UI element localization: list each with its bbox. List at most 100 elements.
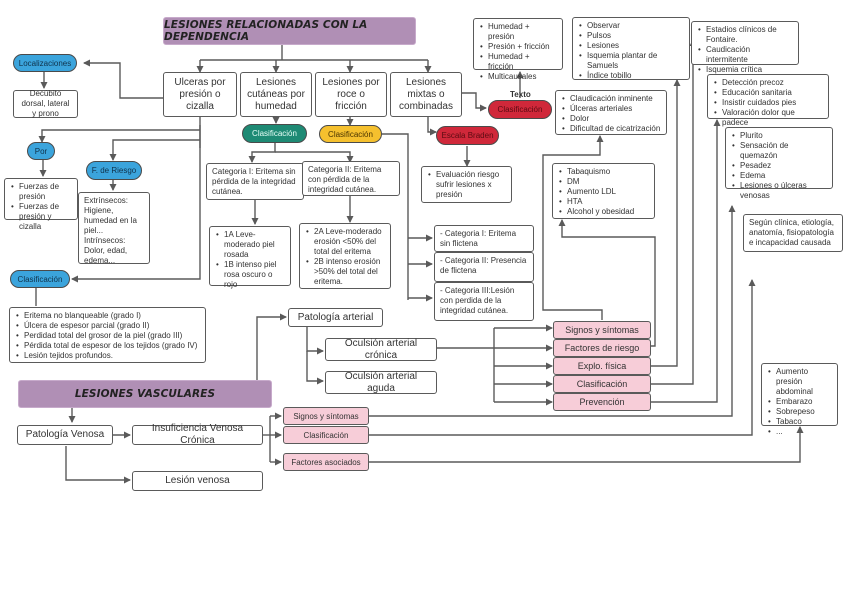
box-clasificacion-venosa: Según clínica, etiología, anatomía, fisi…: [743, 214, 843, 252]
box-factores-riesgo: Extrínsecos: Higiene, humedad en la piel…: [78, 192, 150, 265]
braden-list: Evaluación riesgo sufrir lesiones x pres…: [427, 170, 506, 200]
pill-clasificacion-humedad[interactable]: Clasificación: [242, 124, 307, 143]
pill-por[interactable]: Por: [27, 142, 55, 160]
box-patologia-venosa[interactable]: Patología Venosa: [17, 425, 113, 445]
aspect-prevencion[interactable]: Prevención: [553, 393, 651, 411]
list-item: Lesión tejidos profundos.: [16, 351, 200, 361]
aspect-signos-sintomas[interactable]: Signos y síntomas: [553, 321, 651, 339]
aspect-exploracion-fisica[interactable]: Explo. física: [553, 357, 651, 375]
aspect-clasificacion[interactable]: Clasificación: [553, 375, 651, 393]
clasificacion-venosa-text: Según clínica, etiología, anatomía, fisi…: [749, 218, 834, 247]
list-item: Aumento presión abdominal: [768, 367, 832, 397]
box-clasificacion-mixtas: Humedad + presión Presión + fricción Hum…: [473, 18, 563, 82]
list-item: Pulsos: [579, 31, 684, 41]
signos-arteriales-list: Claudicación inminente Úlceras arteriale…: [561, 94, 661, 134]
node-label: Oculsión arterial aguda: [344, 370, 418, 394]
list-item: Valoración dolor que padece: [714, 108, 823, 128]
box-insuficiencia-venosa[interactable]: Insuficiencia Venosa Crónica: [132, 423, 263, 446]
pill-escala-braden[interactable]: Escala Braden: [436, 126, 499, 145]
title-text: LESIONES RELACIONADAS CON LA DEPENDENCIA: [164, 19, 368, 43]
aspect-label: Clasificación: [303, 430, 349, 440]
list-item: Índice tobillo: [579, 71, 684, 81]
aspect-label: Factores asociados: [291, 457, 361, 467]
list-item: HTA: [559, 197, 649, 207]
box-por: Fuerzas de presión Fuerzas de presión y …: [4, 178, 78, 231]
box-friccion-categoria-3: - Categoria III:Lesión con perdida de la…: [434, 282, 534, 321]
riesgo-line: Extrínsecos:: [84, 196, 129, 205]
list-item: Insistir cuidados pies: [714, 98, 823, 108]
list-item: Embarazo: [768, 397, 832, 407]
list-item: Edema: [732, 171, 827, 181]
pill-clasificacion-mixtas[interactable]: Clasificación: [488, 100, 552, 119]
categoria-text: Categoria I: Eritema sin pérdida de la i…: [212, 167, 296, 196]
list-item: Evaluación riesgo sufrir lesiones x pres…: [428, 170, 506, 200]
list-item: Caudicación intermitente: [698, 45, 793, 65]
box-humedad-cat1-items: 1A Leve-moderado piel rosada 1B intenso …: [209, 226, 291, 289]
aspect-factores-riesgo[interactable]: Factores de riesgo: [553, 339, 651, 357]
box-humedad-categoria-2: Categoria II: Eritema con pérdida de la …: [302, 161, 400, 196]
box-prevencion-arterial: Detección precoz Educación sanitaria Ins…: [707, 74, 829, 127]
venosa-aspect-clasificacion[interactable]: Clasificación: [283, 426, 369, 444]
mixtas-list: Humedad + presión Presión + fricción Hum…: [479, 22, 557, 82]
list-item: Fuerzas de presión: [11, 182, 72, 202]
list-item: Perdidad total del grosor de la piel (gr…: [16, 331, 200, 341]
list-item: Humedad + presión: [480, 22, 557, 42]
categoria-text: Categoria II: Eritema con pérdida de la …: [308, 165, 382, 194]
box-oclusion-cronica[interactable]: Oculsión arterial crónica: [325, 338, 437, 361]
box-exploracion-fisica: Observar Pulsos Lesiones Isquemia planta…: [572, 17, 690, 81]
category-lesiones-humedad[interactable]: Lesiones cutáneas por humedad: [240, 72, 312, 117]
pill-label: F. de Riesgo: [91, 166, 137, 175]
list-item: 2A Leve-moderado erosión <50% del total …: [306, 227, 385, 257]
list-item: Humedad + fricción: [480, 52, 557, 72]
pill-localizaciones[interactable]: Localizaciones: [13, 54, 77, 72]
list-item: Pérdida total de espesor de los tejidos …: [16, 341, 200, 351]
list-item: Tabaco: [768, 417, 832, 427]
categoria-text: - Categoria I: Eritema sin flictena: [440, 229, 517, 248]
list-item: Lesiones o úlceras venosas: [732, 181, 827, 201]
list-item: Sensación de quemazón: [732, 141, 827, 161]
list-item: Úlceras arteriales: [562, 104, 661, 114]
category-ulceras-presion[interactable]: Ulceras por presión o cizalla: [163, 72, 237, 117]
list-item: Estadios clínicos de Fontaire.: [698, 25, 793, 45]
box-humedad-categoria-1: Categoria I: Eritema sin pérdida de la i…: [206, 163, 304, 200]
category-lesiones-friccion[interactable]: Lesiones por roce o fricción: [315, 72, 387, 117]
box-patologia-arterial[interactable]: Patología arterial: [288, 308, 383, 327]
category-lesiones-mixtas[interactable]: Lesiones mixtas o combinadas: [390, 72, 462, 117]
category-label: Ulceras por presión o cizalla: [174, 76, 226, 112]
cat1-list: 1A Leve-moderado piel rosada 1B intenso …: [215, 230, 285, 290]
pill-clasificacion-friccion[interactable]: Clasificación: [319, 125, 382, 143]
venosa-aspect-factores[interactable]: Factores asociados: [283, 453, 369, 471]
list-item: Pesadez: [732, 161, 827, 171]
list-item: DM: [559, 177, 649, 187]
pill-factores-riesgo[interactable]: F. de Riesgo: [86, 161, 142, 180]
node-label: Lesión venosa: [165, 475, 230, 486]
venosa-aspect-signos[interactable]: Signos y síntomas: [283, 407, 369, 425]
list-item: Educación sanitaria: [714, 88, 823, 98]
list-item: Detección precoz: [714, 78, 823, 88]
box-humedad-cat2-items: 2A Leve-moderado erosión <50% del total …: [299, 223, 391, 289]
riesgo-line: Dolor, edad, edema...: [84, 246, 128, 265]
list-item: Multicausales: [480, 72, 557, 82]
categoria-text: - Categoria III:Lesión con perdida de la…: [440, 286, 515, 315]
list-item: Presión + fricción: [480, 42, 557, 52]
list-item: 2B intenso erosión >50% del total del er…: [306, 257, 385, 287]
signos-venosos-list: Plurito Sensación de quemazón Pesadez Ed…: [731, 131, 827, 201]
factores-asociados-list: Aumento presión abdominal Embarazo Sobre…: [767, 367, 832, 437]
box-localizaciones: Decúbito dorsal, lateral y prono: [13, 89, 78, 118]
node-label: Oculsión arterial crónica: [344, 337, 418, 361]
list-item: Úlcera de espesor parcial (grado II): [16, 321, 200, 331]
list-item: Lesiones: [579, 41, 684, 51]
riesgo-line: Intrínsecos:: [84, 236, 126, 245]
pill-clasificacion-upp[interactable]: Clasificación: [10, 270, 70, 288]
box-factores-riesgo-arterial: Tabaquismo DM Aumento LDL HTA Alcohol y …: [552, 163, 655, 219]
list-item: Alcohol y obesidad: [559, 207, 649, 217]
pill-label: Clasificación: [17, 274, 63, 284]
aspect-label: Signos y síntomas: [293, 411, 359, 421]
aspect-label: Factores de riesgo: [564, 343, 640, 353]
box-lesion-venosa[interactable]: Lesión venosa: [132, 471, 263, 491]
list-item: Observar: [579, 21, 684, 31]
title-text: LESIONES VASCULARES: [74, 388, 216, 400]
box-oclusion-aguda[interactable]: Oculsión arterial aguda: [325, 371, 437, 394]
aspect-label: Signos y síntomas: [565, 325, 639, 335]
list-item: Dolor: [562, 114, 661, 124]
